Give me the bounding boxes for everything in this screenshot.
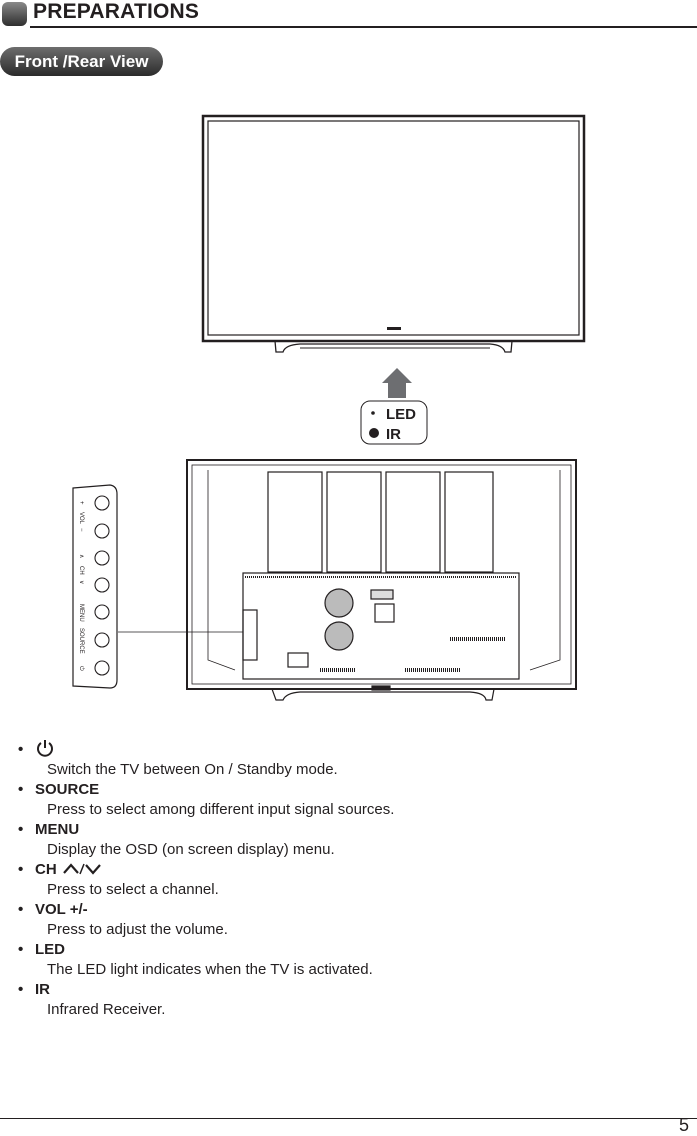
item-label: VOL +/- <box>35 901 88 918</box>
led-dot-icon <box>371 411 375 415</box>
list-item: • CH Press to select a channel. <box>18 861 219 898</box>
power-icon <box>37 740 53 757</box>
list-item: • LED The LED light indicates when the T… <box>18 941 373 978</box>
page-number: 5 <box>678 1115 689 1135</box>
up-down-chevron-icon <box>63 863 101 875</box>
item-desc: Switch the TV between On / Standby mode. <box>47 761 338 778</box>
led-ir-callout: LED IR <box>360 400 428 445</box>
led-label: LED <box>386 406 416 423</box>
ir-label: IR <box>386 426 401 443</box>
tv-rear-view <box>186 459 577 701</box>
item-desc: Infrared Receiver. <box>47 1001 166 1018</box>
list-item: • MENU Display the OSD (on screen displa… <box>18 821 335 858</box>
item-label: SOURCE <box>35 781 100 798</box>
vol-minus-label: − <box>78 528 84 532</box>
page-title: PREPARATIONS <box>33 0 200 23</box>
footer-rule <box>0 1118 697 1119</box>
list-item: • Switch the TV between On / Standby mod… <box>18 740 338 778</box>
vol-plus-label: + <box>78 501 84 505</box>
tv-illustration: LED IR <box>72 114 586 701</box>
brand-logo <box>387 327 401 330</box>
item-desc: Press to adjust the volume. <box>47 921 228 938</box>
item-desc: Press to select among different input si… <box>47 801 395 818</box>
item-label: LED <box>35 941 65 958</box>
item-label: IR <box>35 981 50 998</box>
ir-sensor-icon <box>369 428 379 438</box>
ch-up-label: ∧ <box>78 554 84 558</box>
side-button-panel: + VOL − ∧ CH ∨ MENU SOURCE ⏻ <box>72 484 118 689</box>
button-description-list: • Switch the TV between On / Standby mod… <box>18 738 678 1018</box>
item-desc: Display the OSD (on screen display) menu… <box>47 841 335 858</box>
item-label: CH <box>35 861 57 878</box>
item-label: MENU <box>35 821 80 838</box>
header-rule <box>30 26 697 28</box>
source-label: SOURCE <box>78 628 84 654</box>
page-header: PREPARATIONS <box>0 0 697 30</box>
ch-down-label: ∨ <box>78 580 84 584</box>
ch-label: CH <box>78 566 84 575</box>
item-desc: Press to select a channel. <box>47 881 219 898</box>
tv-front-view <box>201 114 586 353</box>
header-badge <box>2 2 27 26</box>
power-label: ⏻ <box>78 666 85 671</box>
list-item: • IR Infrared Receiver. <box>18 981 166 1018</box>
list-item: • VOL +/- Press to adjust the volume. <box>18 901 228 938</box>
item-desc: The LED light indicates when the TV is a… <box>47 961 373 978</box>
arrow-up-icon <box>382 368 412 398</box>
list-item: • SOURCE Press to select among different… <box>18 781 395 818</box>
section-label: Front /Rear View <box>0 47 163 76</box>
menu-label: MENU <box>78 604 84 622</box>
vol-label: VOL <box>78 512 84 525</box>
